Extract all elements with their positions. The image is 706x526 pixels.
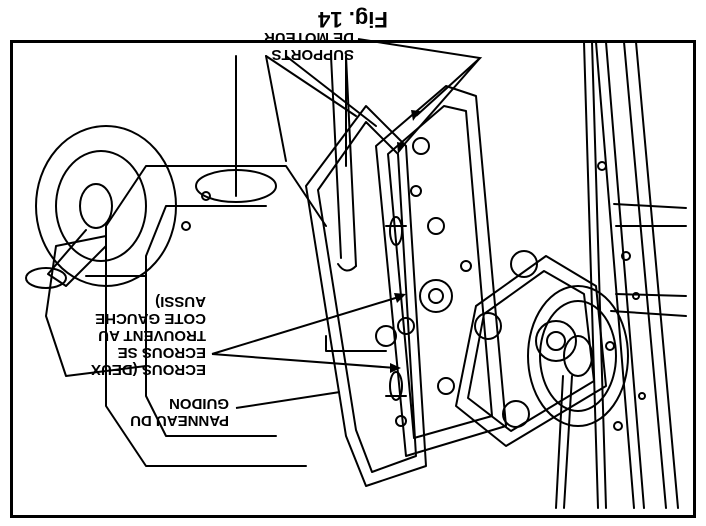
nuts-leader-a [211,353,397,369]
nuts-leader-b [211,295,403,355]
handle-panel [235,55,357,272]
panel-leader [235,391,341,409]
leader-arrowheads [390,110,420,373]
nuts-label: ECROUS (DEUX ECROUS SE TROUVENT AU COTE … [90,293,206,378]
recoil-cap [25,125,177,289]
supports-label: SUPPORTS DE MOTEUR [264,29,354,63]
bracket-plate [455,250,607,447]
panel-label: PANNEAU DU GUIDON [130,395,229,429]
motor-mount-plate [305,105,453,487]
supports-leader-b [400,57,481,149]
leader-lines [211,38,483,409]
belt-pulley [527,203,687,427]
frame-rails [555,41,679,509]
